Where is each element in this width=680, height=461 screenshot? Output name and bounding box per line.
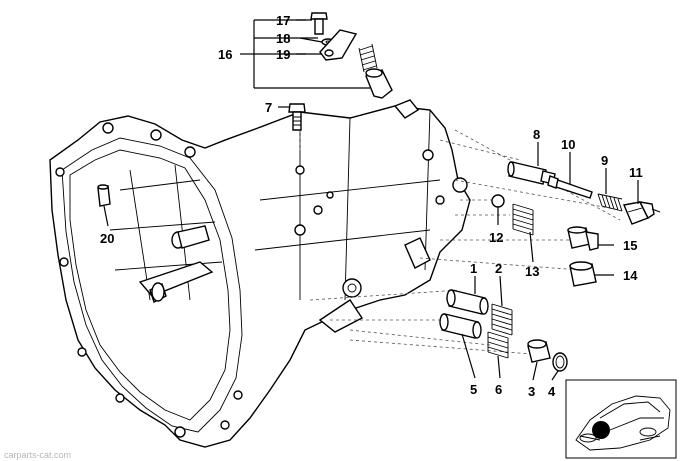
part-9-spring [597, 193, 623, 212]
callout-3: 3 [528, 384, 535, 399]
part-11-switch [623, 201, 661, 225]
callout-16: 16 [218, 47, 232, 62]
part-19-bracket [319, 29, 358, 61]
callout-2: 2 [495, 261, 502, 276]
callout-5: 5 [470, 382, 477, 397]
callout-13: 13 [525, 264, 539, 279]
part-2-spring [491, 303, 513, 336]
callout-10: 10 [561, 137, 575, 152]
car-locator-thumbnail [565, 379, 677, 459]
part-14-cap [569, 261, 597, 287]
assembly-guide-lines [299, 129, 621, 356]
callout-4: 4 [548, 384, 556, 399]
gearbox-housing [49, 99, 471, 448]
callout-6: 6 [495, 382, 502, 397]
callout-15: 15 [623, 238, 637, 253]
part-12-ball [491, 194, 505, 208]
location-marker-dot [592, 421, 610, 439]
part-5-sleeve [439, 313, 482, 339]
part-20-pin [97, 184, 111, 207]
part-10-pin [547, 175, 593, 199]
callout-17: 17 [276, 13, 290, 28]
part-16-spring [358, 43, 378, 73]
callout-14: 14 [623, 268, 638, 283]
callout-1: 1 [470, 261, 477, 276]
callout-19: 19 [276, 47, 290, 62]
part-16-plunger [365, 68, 393, 99]
part-8-sleeve [507, 161, 556, 185]
callout-11: 11 [629, 165, 643, 180]
callout-18: 18 [276, 31, 290, 46]
part-7-screw [288, 103, 306, 131]
part-6-spring [487, 331, 509, 359]
part-13-spring [512, 203, 534, 236]
part-1-sleeve [446, 289, 489, 315]
callout-8: 8 [533, 127, 540, 142]
part-15-plug [567, 226, 599, 251]
leader-lines [103, 19, 639, 381]
part-4-circlip [552, 352, 568, 372]
callout-7: 7 [265, 100, 272, 115]
callout-9: 9 [601, 153, 608, 168]
callout-20: 20 [100, 231, 114, 246]
watermark-text: carparts-cat.com [4, 450, 72, 460]
part-17-bolt [310, 12, 328, 35]
callout-labels: 17 18 16 19 7 8 10 9 11 20 12 15 13 1 2 … [100, 13, 643, 399]
callout-12: 12 [489, 230, 503, 245]
part-3-bushing [527, 339, 551, 363]
